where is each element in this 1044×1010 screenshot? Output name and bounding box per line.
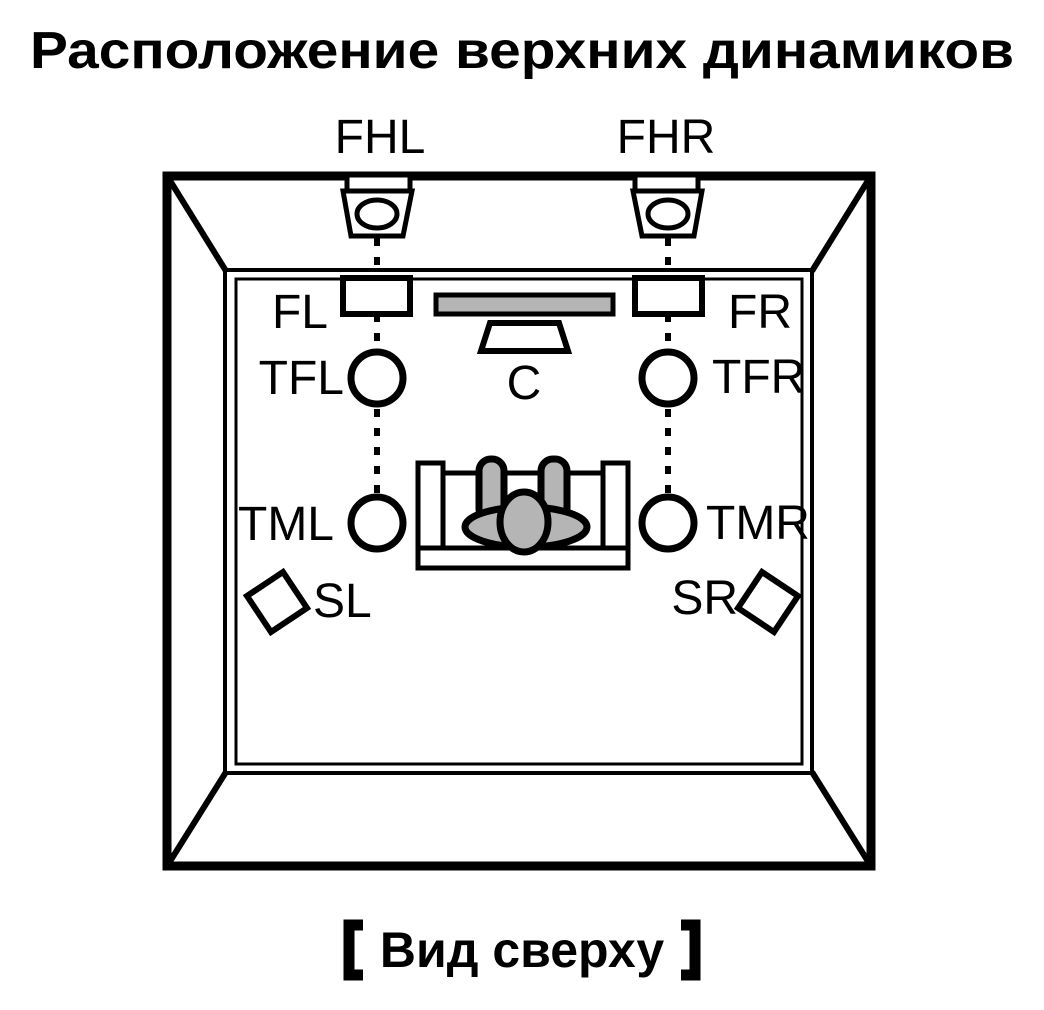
lenticular-bracket-right bbox=[681, 919, 701, 981]
speaker-sr-icon bbox=[733, 567, 803, 637]
label-tml: TML bbox=[238, 498, 334, 551]
listener bbox=[461, 455, 591, 556]
speaker-tfl-icon bbox=[347, 348, 407, 408]
lenticular-bracket-left bbox=[343, 919, 363, 981]
speaker-sl-icon bbox=[242, 567, 312, 637]
room-outline bbox=[162, 171, 876, 871]
sofa-armrest-left bbox=[415, 460, 446, 551]
label-sr: SR bbox=[671, 572, 738, 625]
speaker-fhr-icon bbox=[629, 172, 705, 239]
diagram-title: Расположение верхних динамиков bbox=[30, 22, 1014, 80]
room-inner-wall-inner-line bbox=[234, 277, 804, 766]
fhl-driver bbox=[354, 197, 400, 231]
view-caption: Вид сверху bbox=[343, 919, 701, 981]
speaker-fl-icon bbox=[340, 275, 413, 317]
room-corner-top-right bbox=[809, 177, 872, 273]
caption-text: Вид сверху bbox=[380, 922, 664, 978]
label-tfl: TFL bbox=[259, 352, 344, 405]
label-fhr: FHR bbox=[617, 111, 716, 164]
room-corner-top-left bbox=[166, 177, 229, 273]
speaker-fhl-icon bbox=[340, 172, 416, 239]
label-tfr: TFR bbox=[712, 351, 805, 404]
tv-screen bbox=[433, 292, 616, 317]
speaker-tmr-icon bbox=[638, 493, 698, 553]
fhr-driver bbox=[645, 197, 691, 231]
room-corner-bottom-left bbox=[166, 770, 229, 865]
speaker-fr-icon bbox=[632, 275, 705, 317]
room-inner-wall-outer-line bbox=[223, 268, 814, 775]
speaker-tml-icon bbox=[347, 493, 407, 553]
listener-head bbox=[496, 488, 552, 556]
label-fr: FR bbox=[728, 286, 792, 339]
label-fhl: FHL bbox=[335, 111, 426, 164]
room-corner-bottom-right bbox=[809, 770, 872, 865]
label-tmr: TMR bbox=[706, 497, 810, 550]
label-fl: FL bbox=[272, 286, 328, 339]
sofa-armrest-right bbox=[600, 460, 631, 551]
label-sl: SL bbox=[313, 575, 372, 628]
room-outer-wall bbox=[162, 171, 876, 871]
label-c: C bbox=[507, 357, 542, 410]
speaker-c-icon bbox=[476, 320, 573, 354]
speaker-tfr-icon bbox=[638, 348, 698, 408]
